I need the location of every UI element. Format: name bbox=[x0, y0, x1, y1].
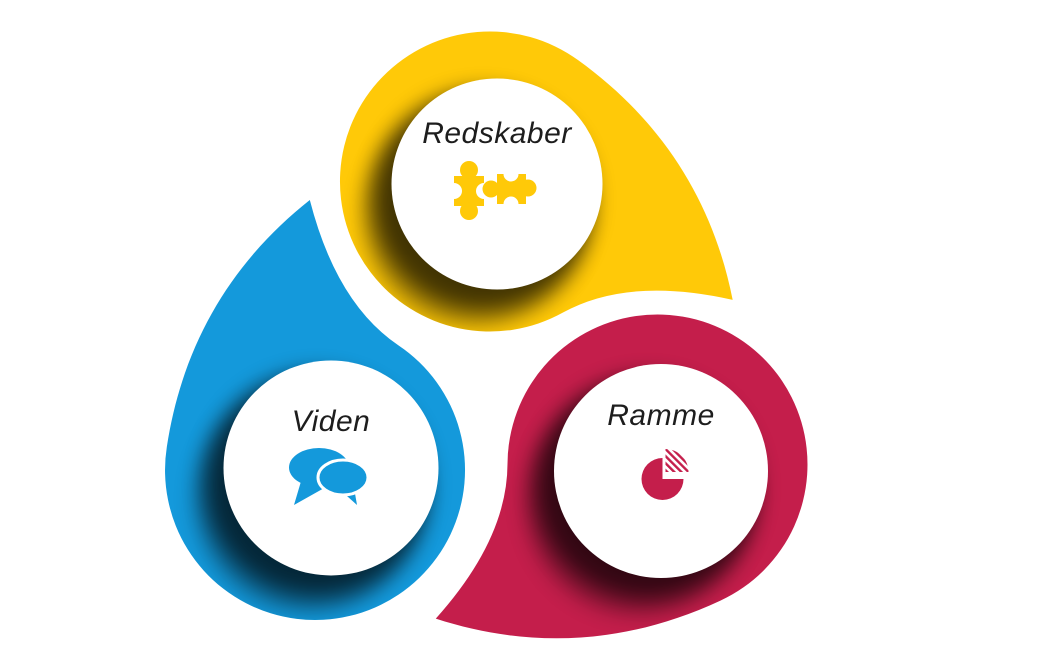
node-viden: Viden bbox=[159, 197, 468, 623]
node-label-redskaber: Redskaber bbox=[422, 117, 572, 150]
speech-bubbles-icon bbox=[289, 448, 370, 505]
node-label-viden: Viden bbox=[292, 405, 371, 438]
pie-hatched-slice bbox=[665, 449, 689, 472]
node-redskaber: Redskaber bbox=[289, 0, 799, 435]
node-ramme: Ramme bbox=[350, 255, 867, 650]
node-label-ramme: Ramme bbox=[607, 399, 715, 432]
puzzle-pieces-icon bbox=[446, 161, 537, 220]
pie-chart-icon bbox=[641, 449, 689, 500]
